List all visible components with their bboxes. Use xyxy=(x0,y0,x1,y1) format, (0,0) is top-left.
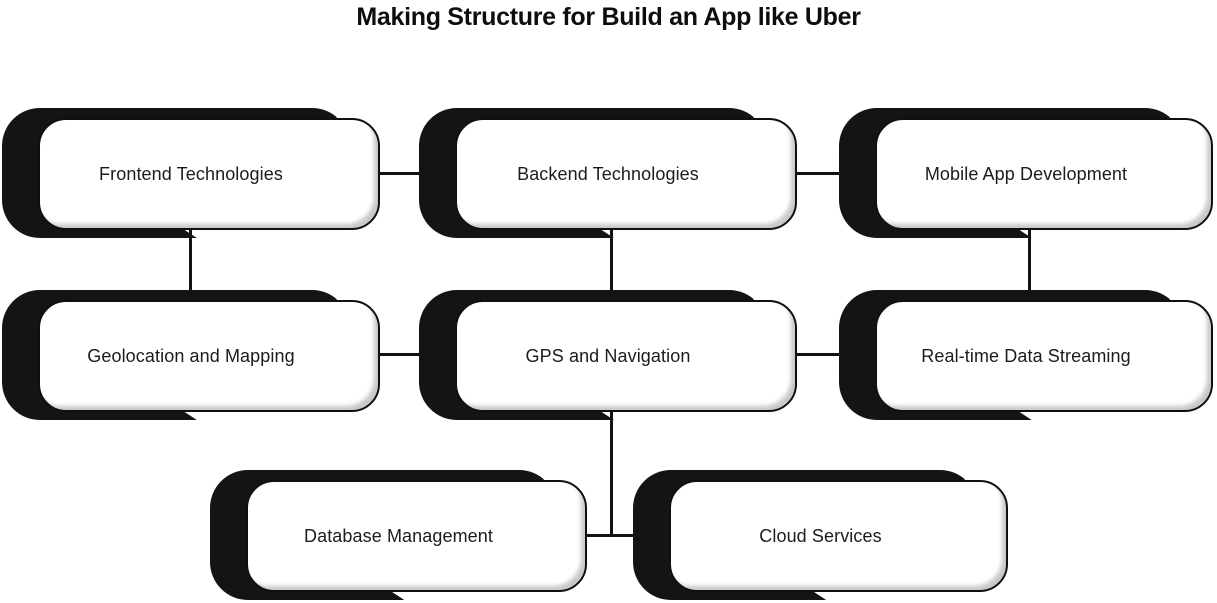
connector-backend-mobile xyxy=(795,172,880,175)
connector-backend-gps xyxy=(610,230,613,305)
node-card: Real-time Data Streaming xyxy=(875,300,1213,412)
connector-database-cloud xyxy=(583,534,675,537)
connector-mobile-realtime xyxy=(1028,230,1031,305)
connector-frontend-geolocation xyxy=(189,230,192,305)
diagram-title: Making Structure for Build an App like U… xyxy=(356,3,861,31)
node-label: GPS and Navigation xyxy=(525,345,691,366)
node-card: Geolocation and Mapping xyxy=(38,300,380,412)
node-card: GPS and Navigation xyxy=(455,300,797,412)
node-database-management[interactable]: Database Management xyxy=(210,470,587,600)
node-card: Database Management xyxy=(246,480,587,592)
node-label: Real-time Data Streaming xyxy=(921,345,1131,366)
node-backend-technologies[interactable]: Backend Technologies xyxy=(419,108,797,238)
node-label: Frontend Technologies xyxy=(99,163,283,184)
node-card: Mobile App Development xyxy=(875,118,1213,230)
node-mobile-app-development[interactable]: Mobile App Development xyxy=(839,108,1213,238)
connector-frontend-backend xyxy=(375,172,460,175)
node-frontend-technologies[interactable]: Frontend Technologies xyxy=(2,108,380,238)
connector-gps-realtime xyxy=(795,353,880,356)
node-card: Backend Technologies xyxy=(455,118,797,230)
node-label: Database Management xyxy=(303,525,494,546)
node-real-time-data-streaming[interactable]: Real-time Data Streaming xyxy=(839,290,1213,420)
node-card: Frontend Technologies xyxy=(38,118,380,230)
node-label: Geolocation and Mapping xyxy=(87,345,295,366)
node-label: Cloud Services xyxy=(759,525,882,546)
connector-geolocation-gps xyxy=(375,353,460,356)
node-geolocation-and-mapping[interactable]: Geolocation and Mapping xyxy=(2,290,380,420)
connector-gps-bottom-row xyxy=(610,412,613,536)
node-label: Backend Technologies xyxy=(517,163,699,184)
node-label: Mobile App Development xyxy=(924,163,1128,184)
node-card: Cloud Services xyxy=(669,480,1008,592)
node-gps-and-navigation[interactable]: GPS and Navigation xyxy=(419,290,797,420)
node-cloud-services[interactable]: Cloud Services xyxy=(633,470,1008,600)
